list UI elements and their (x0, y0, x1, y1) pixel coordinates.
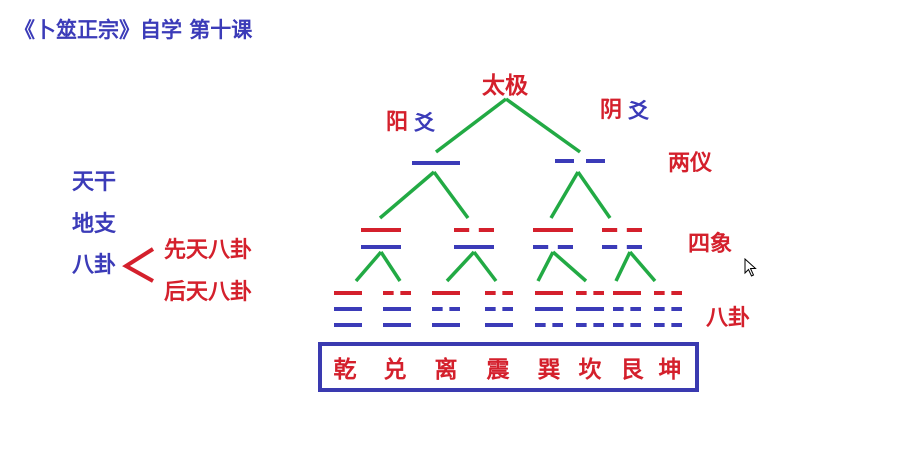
page-title: 《卜筮正宗》自学 第十课 (14, 18, 253, 42)
branch-line (445, 250, 476, 283)
branch-line (504, 97, 582, 154)
trigram-gen: 艮 (620, 357, 644, 383)
trigram-names-box (318, 342, 699, 392)
branch-houtian-bagua: 后天八卦 (164, 280, 253, 305)
yang-yao-char: 爻 (414, 111, 435, 135)
branch-line (614, 251, 632, 282)
list-item-dizhi: 地支 (72, 212, 117, 237)
branch-line (354, 250, 383, 283)
branch-line (434, 97, 508, 154)
branch-line (628, 250, 657, 283)
bagua-level-label: 八卦 (706, 306, 751, 331)
yin-label: 阴 (600, 98, 623, 123)
branch-line (551, 250, 588, 283)
branch-line (549, 171, 580, 219)
taiji-label: 太极 (482, 73, 528, 99)
yin-yao-char: 爻 (628, 99, 649, 123)
branch-line (472, 250, 498, 283)
trigram-kun: 坤 (658, 357, 682, 383)
trigram-kan: 坎 (578, 357, 602, 383)
mouse-cursor-icon (744, 258, 757, 277)
yang-label: 阳 (386, 110, 409, 135)
trigram-qian: 乾 (333, 357, 357, 383)
branch-line (378, 170, 436, 220)
branch-line (576, 171, 612, 219)
branch-line (379, 251, 402, 282)
liangyi-label: 两仪 (668, 151, 713, 176)
sixiang-label: 四象 (688, 232, 733, 257)
trigram-xun: 巽 (537, 357, 561, 383)
list-item-tiangan: 天干 (72, 170, 117, 195)
branch-line (536, 251, 555, 282)
branch-line (432, 170, 470, 220)
trigram-dui: 兑 (383, 357, 407, 383)
branch-xiantian-bagua: 先天八卦 (164, 238, 253, 263)
trigram-li: 离 (434, 357, 458, 383)
list-item-bagua: 八卦 (72, 253, 117, 278)
branch-bracket (122, 247, 155, 283)
trigram-zhen: 震 (486, 357, 510, 383)
